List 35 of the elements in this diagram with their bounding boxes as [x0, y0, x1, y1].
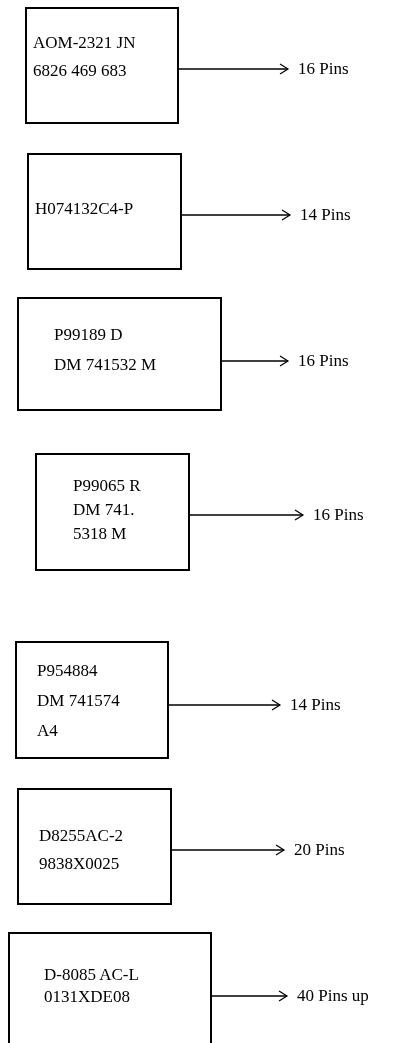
arrow	[211, 990, 288, 1002]
chip-marking: DM 741. 5318 M	[73, 499, 136, 545]
pin-count-label: 14 Pins	[290, 695, 341, 715]
chip-box	[15, 641, 169, 759]
chip-box	[27, 153, 182, 270]
pin-count-label: 20 Pins	[294, 840, 345, 860]
pin-count-label: 14 Pins	[300, 205, 351, 225]
arrow	[221, 355, 289, 367]
chip-marking: 9838X0025	[39, 853, 120, 875]
chip-marking: D-8085 AC-L	[44, 964, 139, 986]
chip-marking: DM 741574	[37, 690, 120, 712]
chip-marking: 6826 469 683	[33, 60, 127, 82]
arrow	[181, 209, 291, 221]
chip-marking: DM 741532 M	[54, 354, 156, 376]
pin-count-label: 16 Pins	[298, 59, 349, 79]
chip-box	[25, 7, 179, 124]
chip-box	[17, 788, 172, 905]
chip-marking: P99189 D	[54, 324, 123, 346]
arrow	[189, 509, 304, 521]
chip-marking: A4	[37, 720, 58, 742]
chip-box	[35, 453, 190, 571]
chip-marking: P99065 R	[73, 475, 141, 497]
pin-count-label: 40 Pins up	[297, 986, 369, 1006]
chip-marking: D8255AC-2	[39, 825, 124, 847]
chip-box	[8, 932, 212, 1043]
arrow	[171, 844, 285, 856]
arrow	[168, 699, 281, 711]
chip-marking: P954884	[37, 660, 98, 682]
chip-marking: 0131XDE08	[44, 986, 130, 1008]
pin-count-label: 16 Pins	[313, 505, 364, 525]
chip-marking: AOM-2321 JN	[33, 32, 136, 54]
chip-box	[17, 297, 222, 411]
chip-marking: H074132C4-P	[35, 198, 134, 220]
pin-count-label: 16 Pins	[298, 351, 349, 371]
arrow	[178, 63, 289, 75]
